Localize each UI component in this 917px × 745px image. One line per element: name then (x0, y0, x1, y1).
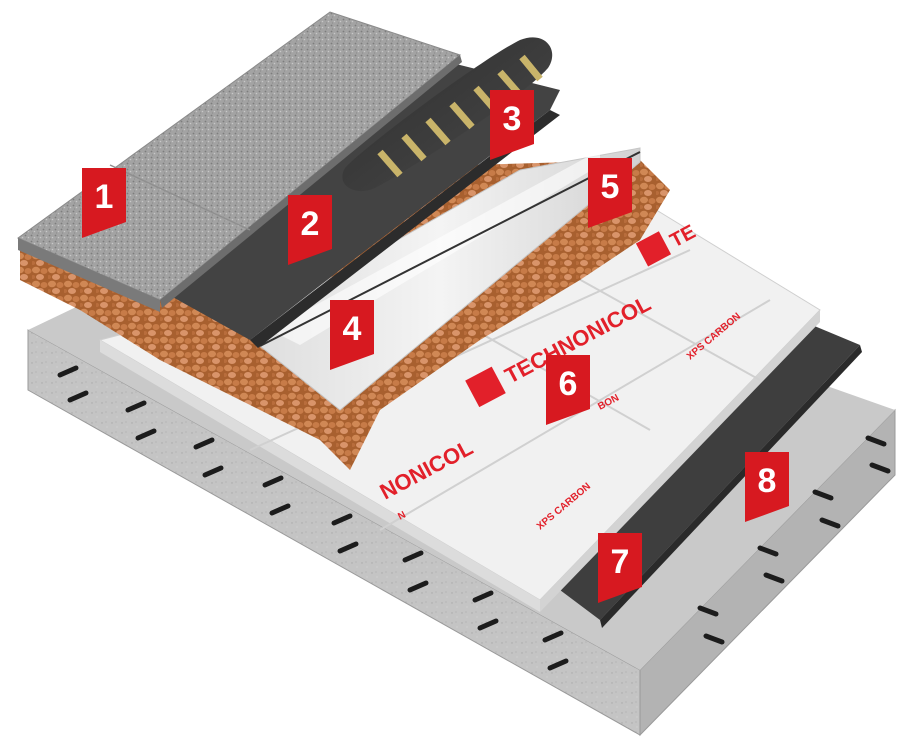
marker-number-7: 7 (611, 543, 630, 581)
marker-number-3: 3 (503, 100, 522, 138)
marker-7: 7 (598, 533, 642, 603)
marker-flag-8 (745, 452, 789, 522)
brand-logo-icon (465, 366, 506, 408)
marker-number-8: 8 (758, 462, 777, 500)
marker-flag-6 (546, 355, 590, 425)
marker-flag-4 (330, 300, 374, 370)
marker-flag-7 (598, 533, 642, 603)
rebar-ends (57, 365, 891, 671)
shingle-top-sheet (16, 11, 462, 312)
marker-6: 6 (546, 355, 590, 425)
marker-3: 3 (490, 90, 534, 160)
marker-1: 1 (82, 168, 126, 238)
marker-flag-5 (588, 158, 632, 228)
product-letter: N (396, 510, 408, 523)
marker-flag-1 (82, 168, 126, 238)
marker-flag-2 (288, 195, 332, 265)
marker-number-1: 1 (95, 178, 114, 216)
marker-5: 5 (588, 158, 632, 228)
marker-number-4: 4 (343, 310, 362, 348)
marker-flag-3 (490, 90, 534, 160)
marker-4: 4 (330, 300, 374, 370)
marker-8: 8 (745, 452, 789, 522)
marker-number-6: 6 (559, 365, 578, 403)
brand-logo-icon-2 (635, 231, 672, 267)
layer-markers: 1 2 3 4 5 6 7 8 (82, 90, 789, 603)
marker-number-5: 5 (601, 168, 620, 206)
marker-number-2: 2 (301, 205, 320, 243)
marker-2: 2 (288, 195, 332, 265)
